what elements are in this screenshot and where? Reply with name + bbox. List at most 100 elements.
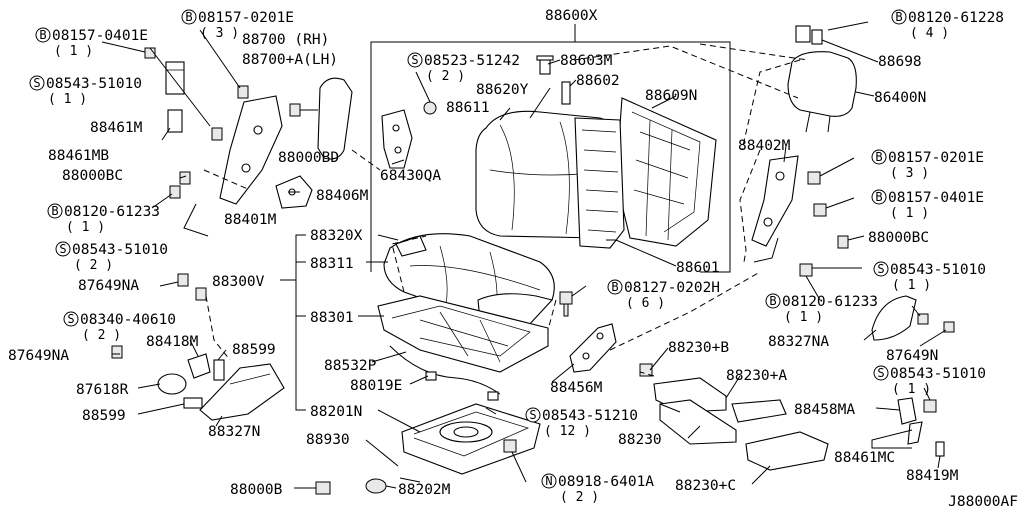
swivel-base-88201n	[401, 403, 541, 475]
part-quantity: ( 1 )	[66, 220, 105, 235]
bracket-88456m	[569, 323, 617, 373]
part-quantity: ( 2 )	[560, 490, 599, 505]
part-number: 88698	[878, 54, 922, 70]
part-number: 88401M	[224, 212, 277, 228]
part-label-88601: 88601	[676, 260, 720, 276]
part-label-88603m: 88603M	[560, 53, 613, 69]
part-number: 87649NA	[8, 348, 69, 364]
part-number: 88599	[82, 408, 126, 424]
diagram-id-text: J88000AF	[948, 494, 1018, 510]
prefix-letter: S	[59, 242, 66, 256]
part-number: 88601	[676, 260, 720, 276]
part-number: 08157-0401E	[52, 28, 148, 44]
part-number: 88611	[446, 100, 490, 116]
part-label-88327na: 88327NA	[768, 334, 829, 350]
part-number: 86400N	[874, 90, 926, 106]
prefix-letter: B	[875, 150, 882, 164]
part-quantity: ( 1 )	[784, 310, 823, 325]
prefix-circle	[871, 149, 887, 165]
prefix-letter: B	[185, 10, 192, 24]
part-number: 08543-51010	[46, 76, 142, 92]
prefix-circle	[35, 27, 51, 43]
prefix-circle	[55, 241, 71, 257]
part-number: 08157-0201E	[888, 150, 984, 166]
prefix-circle	[181, 9, 197, 25]
hinge-88401m	[183, 95, 283, 237]
prefix-letter: S	[877, 366, 884, 380]
part-number: 08127-0202H	[624, 280, 720, 296]
part-number: 88602	[576, 73, 620, 89]
bolt-group-left	[144, 47, 318, 199]
prefix-circle	[407, 52, 423, 68]
clip-88418m	[187, 353, 211, 379]
part-quantity: ( 6 )	[626, 296, 665, 311]
part-label-88301: 88301	[310, 310, 354, 326]
part-quantity: ( 1 )	[892, 382, 931, 397]
part-label-88230b: 88230+B	[668, 340, 729, 356]
prefix-letter: S	[529, 408, 536, 422]
part-label-86400n: 86400N	[874, 90, 926, 106]
part-label-88600x: 88600X	[545, 8, 598, 24]
seat-frame-88301	[377, 295, 549, 373]
part-number: 08157-0201E	[198, 10, 294, 26]
part-number: 88327NA	[768, 334, 829, 350]
part-label-88599b: 88599	[82, 408, 126, 424]
spacer-88599	[183, 359, 225, 409]
bushing-88602	[561, 81, 571, 105]
part-quantity: ( 1 )	[54, 44, 93, 59]
part-number: 88000BC	[868, 230, 929, 246]
part-label-88230c: 88230+C	[675, 478, 736, 494]
part-number: 88419M	[906, 468, 959, 484]
prefix-letter: B	[51, 204, 58, 218]
part-number: 08120-61233	[64, 204, 160, 220]
part-quantity: ( 2 )	[426, 69, 465, 84]
part-label-88602: 88602	[576, 73, 620, 89]
part-number: 87618R	[76, 382, 129, 398]
guide-88698	[795, 25, 823, 45]
part-number: 88300V	[212, 274, 265, 290]
part-number: 88230	[618, 432, 662, 448]
part-label-88000bc2: 88000BC	[868, 230, 929, 246]
part-number: 88320X	[310, 228, 363, 244]
part-number: 08543-51010	[890, 262, 986, 278]
part-label-88406m: 88406M	[316, 188, 369, 204]
part-label-88700: 88700 (RH)	[242, 32, 329, 48]
part-label-88311: 88311	[310, 256, 354, 272]
prefix-circle	[871, 189, 887, 205]
prefix-circle	[765, 293, 781, 309]
bracket-88461mb	[167, 109, 183, 133]
part-label-87649n: 87649N	[886, 348, 938, 364]
prefix-circle	[873, 365, 889, 381]
part-number: 88458MA	[794, 402, 855, 418]
prefix-letter: B	[769, 294, 776, 308]
part-number: 88620Y	[476, 82, 529, 98]
part-label-88202m: 88202M	[398, 482, 451, 498]
cover-88327na	[871, 295, 917, 341]
prefix-letter: N	[545, 474, 552, 488]
part-number: 88930	[306, 432, 350, 448]
part-number: 88532P	[324, 358, 377, 374]
part-number: 88599	[232, 342, 276, 358]
part-quantity: ( 2 )	[74, 258, 113, 273]
bracket-88461mc	[907, 421, 923, 445]
part-number: 88000B	[230, 482, 283, 498]
prefix-circle	[63, 311, 79, 327]
part-label-87649na: 87649NA	[78, 278, 139, 294]
trim-68430qa	[381, 109, 413, 169]
part-label-87618r: 87618R	[76, 382, 129, 398]
part-quantity: ( 1 )	[892, 278, 931, 293]
part-label-88620y: 88620Y	[476, 82, 529, 98]
part-label-88461mc: 88461MC	[834, 450, 895, 466]
bolt-08127	[559, 291, 573, 317]
prefix-letter: S	[33, 76, 40, 90]
part-label-88461mb: 88461MB	[48, 148, 109, 164]
part-label-88000bd: 88000BD	[278, 150, 339, 166]
part-label-88458ma: 88458MA	[794, 402, 855, 418]
